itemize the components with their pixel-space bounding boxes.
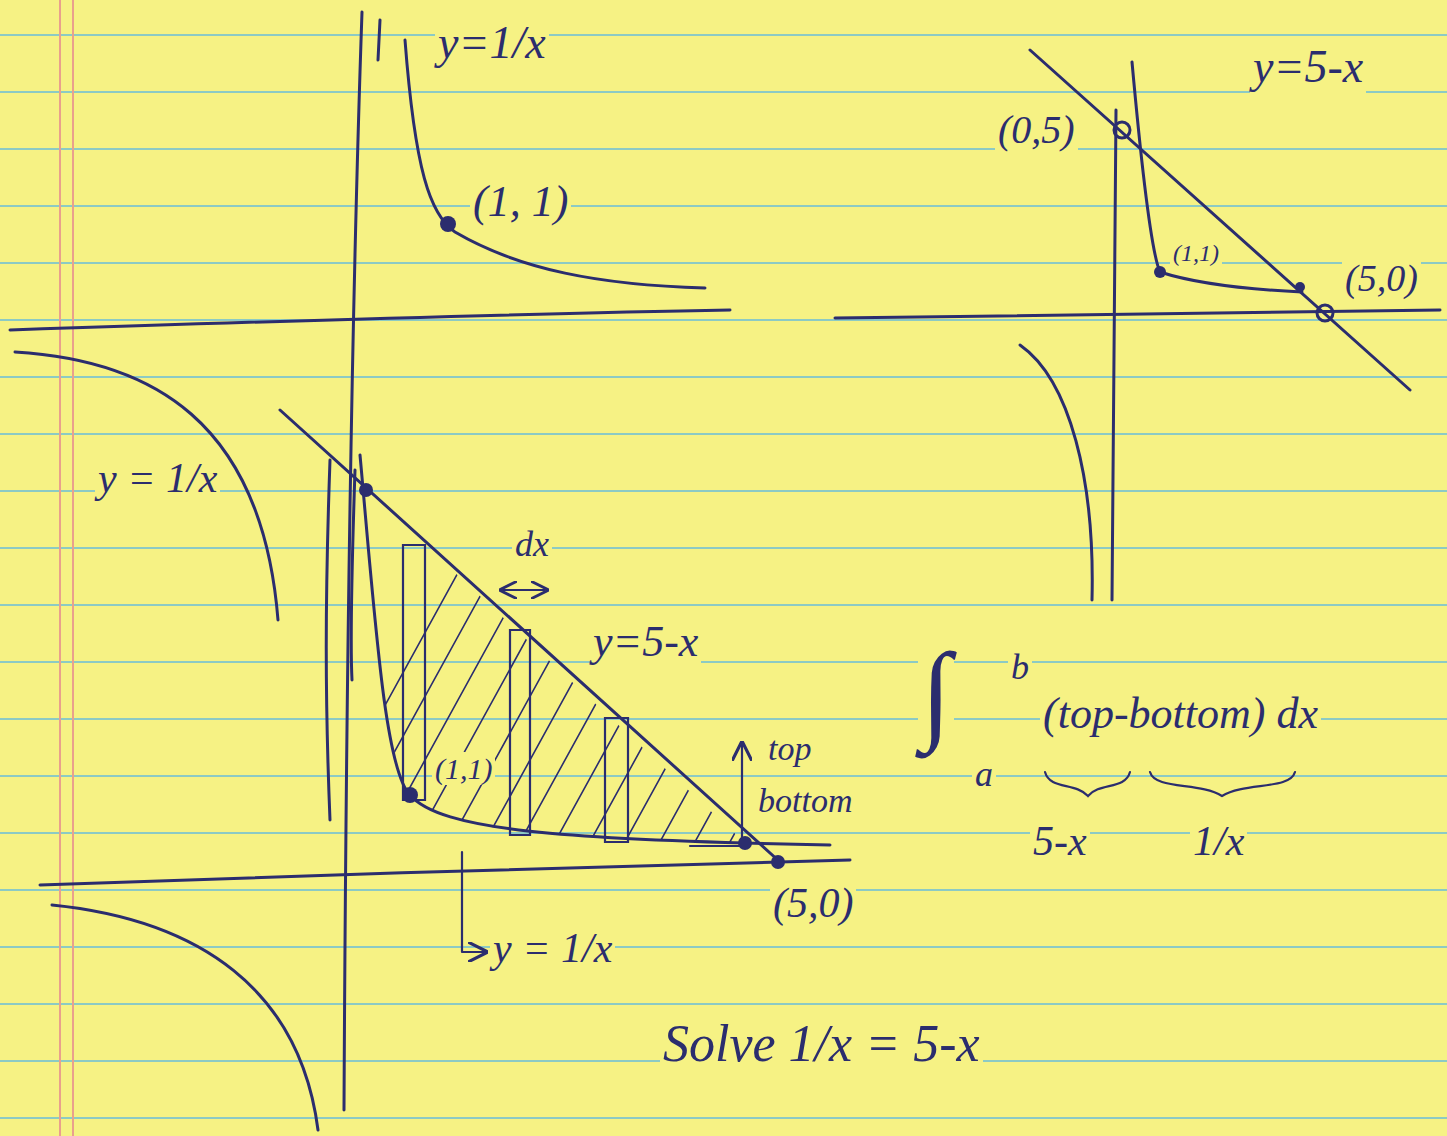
point-dot bbox=[771, 855, 785, 869]
brace bbox=[1045, 772, 1130, 796]
math-label: 5-x bbox=[1030, 818, 1090, 864]
equation-label: Solve 1/x = 5-x bbox=[660, 1015, 983, 1072]
width-label: dx bbox=[512, 525, 552, 565]
hyperbola-curve bbox=[15, 352, 278, 620]
point-label: (5,0) bbox=[1342, 258, 1421, 300]
point-dot bbox=[1295, 282, 1305, 292]
ruled-lines bbox=[0, 35, 1447, 1118]
point-label: (1,1) bbox=[432, 752, 495, 785]
point-dot bbox=[1154, 266, 1166, 278]
point-label: (5,0) bbox=[770, 880, 856, 926]
point-dot bbox=[1317, 305, 1333, 321]
point-label: (1,1) bbox=[1170, 240, 1222, 266]
note-label: top bbox=[765, 730, 814, 767]
curve-label: y = 1/x bbox=[95, 455, 220, 501]
x-axis bbox=[10, 310, 730, 330]
point-dot bbox=[402, 787, 418, 803]
point-dot bbox=[440, 216, 456, 232]
hatching bbox=[300, 460, 940, 860]
point-dot bbox=[359, 483, 373, 497]
x-axis bbox=[835, 310, 1440, 318]
curve-label: y=5-x bbox=[1250, 42, 1366, 93]
x-axis bbox=[40, 860, 850, 885]
top-arrow bbox=[741, 745, 743, 838]
hyperbola-curve bbox=[1020, 345, 1092, 600]
y-axis-stroke bbox=[326, 460, 355, 820]
curve-label: y = 1/x bbox=[490, 925, 615, 971]
integrand-label: (top-bottom) dx bbox=[1040, 690, 1321, 738]
integral-limit: b bbox=[1008, 648, 1032, 688]
leader-bracket bbox=[462, 852, 484, 952]
ink bbox=[10, 12, 1440, 1130]
point-dot bbox=[1114, 122, 1130, 138]
strip-rect bbox=[403, 545, 425, 800]
math-label: 1/x bbox=[1190, 818, 1247, 864]
integral-limit: a bbox=[972, 755, 996, 795]
line-graph bbox=[280, 410, 780, 862]
hyperbola-curve bbox=[405, 40, 705, 288]
brace bbox=[1150, 772, 1295, 796]
point-label: (0,5) bbox=[995, 108, 1078, 152]
dx-arrow bbox=[503, 589, 545, 591]
hyperbola-curve bbox=[52, 905, 318, 1130]
curve-label: y=5-x bbox=[590, 618, 701, 666]
margin-lines bbox=[60, 0, 73, 1136]
integral-sign: ∫ bbox=[918, 632, 954, 753]
point-label: (1, 1) bbox=[470, 178, 571, 226]
note-label: bottom bbox=[755, 782, 855, 819]
point-dot bbox=[738, 836, 752, 850]
bottom-mark bbox=[690, 845, 740, 847]
y-axis bbox=[378, 20, 380, 60]
hatch-lines bbox=[300, 460, 940, 860]
hyperbola-curve bbox=[1132, 62, 1302, 292]
y-axis bbox=[1112, 110, 1116, 600]
line-graph bbox=[1030, 50, 1410, 390]
curve-label: y=1/x bbox=[435, 18, 549, 69]
strip-rect bbox=[510, 630, 530, 835]
strip-rect bbox=[605, 718, 628, 842]
